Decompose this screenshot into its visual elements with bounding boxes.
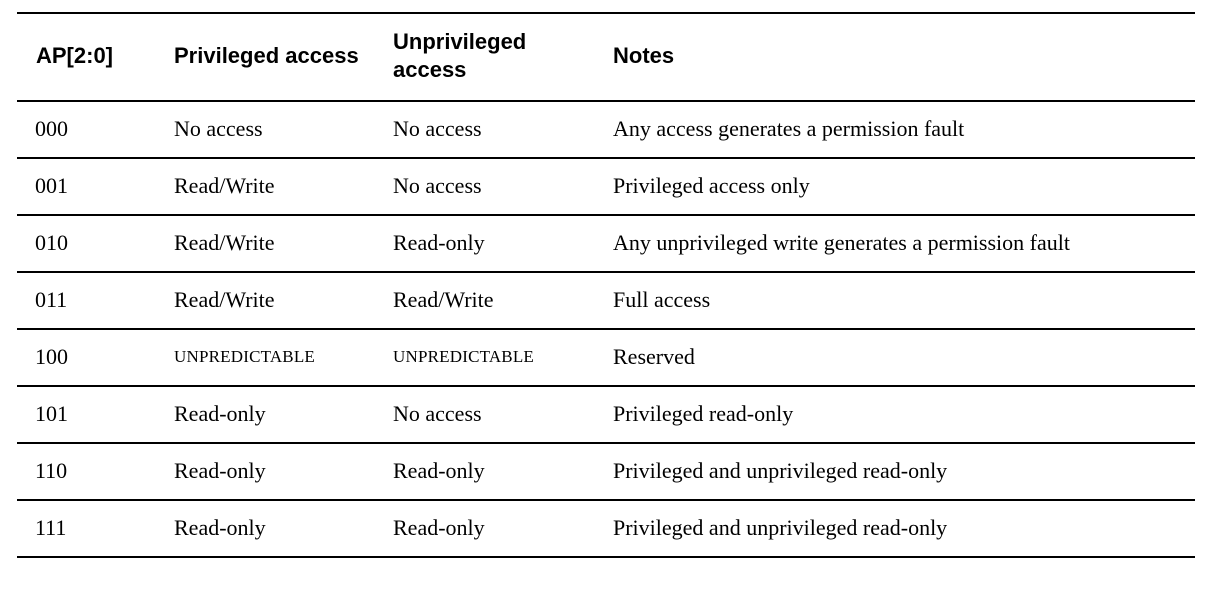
cell-privileged-access: Read-only [172,500,392,558]
cell-unprivileged-access: Read/Write [392,272,613,330]
cell-notes: Privileged and unprivileged read-only [613,443,1195,501]
cell-unprivileged-access: Read-only [392,215,613,273]
cell-unprivileged-access: UNPREDICTABLE [392,329,613,387]
cell-ap-value: 010 [17,215,172,273]
cell-notes: Privileged and unprivileged read-only [613,500,1195,558]
cell-privileged-access: Read/Write [172,215,392,273]
cell-unprivileged-access: Read-only [392,443,613,501]
column-header-unprivileged-access: Unprivileged access [392,12,613,102]
column-header-notes-label: Notes [613,43,675,68]
cell-privileged-access: Read/Write [172,272,392,330]
cell-privileged-access: Read-only [172,386,392,444]
cell-notes: Any unprivileged write generates a permi… [613,215,1195,273]
cell-notes: Any access generates a permission fault [613,101,1195,159]
table-container: AP[2:0] Privileged access Unprivileged a… [0,12,1212,606]
cell-ap-value: 001 [17,158,172,216]
table-header: AP[2:0] Privileged access Unprivileged a… [17,12,1195,102]
column-header-notes: Notes [613,12,1195,102]
cell-ap-value: 000 [17,101,172,159]
cell-ap-value: 011 [17,272,172,330]
cell-ap-value: 110 [17,443,172,501]
cell-unprivileged-access: No access [392,386,613,444]
column-header-ap: AP[2:0] [17,12,172,102]
cell-unprivileged-access: No access [392,158,613,216]
cell-ap-value: 111 [17,500,172,558]
cell-privileged-access: UNPREDICTABLE [172,329,392,387]
cell-privileged-access: Read/Write [172,158,392,216]
cell-unprivileged-access: No access [392,101,613,159]
cell-unprivileged-access: Read-only [392,500,613,558]
column-header-privileged-access-label: Privileged access [174,43,359,68]
cell-notes: Reserved [613,329,1195,387]
table-header-row: AP[2:0] Privileged access Unprivileged a… [17,12,1195,102]
cell-notes: Full access [613,272,1195,330]
cell-notes: Privileged access only [613,158,1195,216]
cell-notes: Privileged read-only [613,386,1195,444]
cell-privileged-access: Read-only [172,443,392,501]
column-header-unprivileged-access-label: Unprivileged access [393,29,527,82]
cell-privileged-access: No access [172,101,392,159]
column-header-privileged-access: Privileged access [172,12,392,102]
cell-ap-value: 101 [17,386,172,444]
column-header-ap-label: AP[2:0] [36,43,114,68]
memory-access-permissions-table: AP[2:0] Privileged access Unprivileged a… [17,12,1195,558]
cell-ap-value: 100 [17,329,172,387]
